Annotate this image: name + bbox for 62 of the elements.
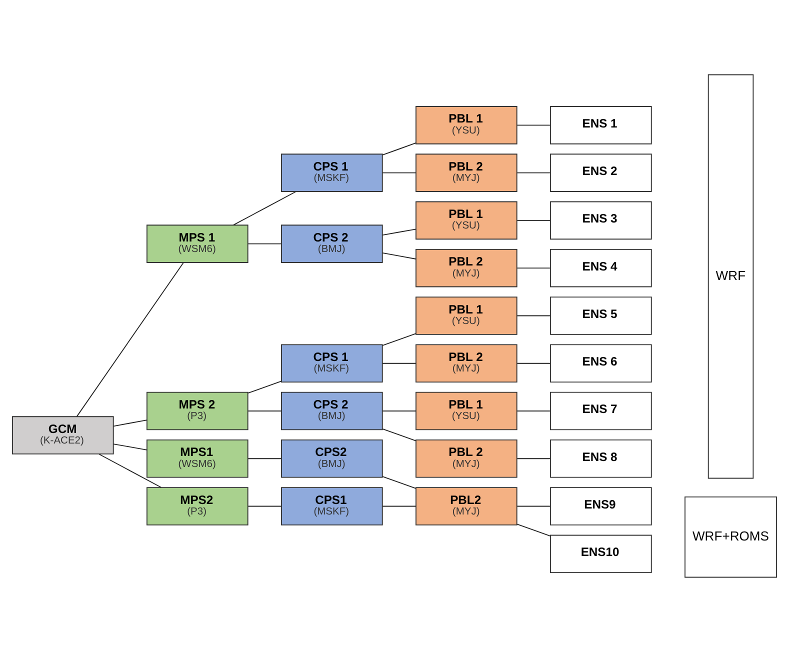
connector [382, 506, 416, 507]
node-box: ENS10 [550, 534, 652, 574]
node-box: CPS1 (MSKF) [281, 487, 383, 526]
node-box: CPS 2 (BMJ) [281, 392, 383, 430]
connector [248, 243, 282, 244]
node-box: PBL2 (MYJ) [416, 487, 518, 526]
connector [516, 524, 551, 537]
node-box: PBL 2 (MYJ) [416, 154, 518, 192]
connector [76, 262, 184, 418]
connector [516, 458, 551, 460]
node-box: GCM (K-ACE2) [12, 416, 114, 454]
node-box: MPS1 (WSM6) [146, 439, 248, 478]
connector [382, 172, 416, 174]
node-box: ENS 8 [550, 439, 652, 478]
connector [382, 228, 416, 236]
connector [248, 458, 282, 460]
node-box: ENS 4 [550, 248, 652, 288]
node-box: PBL 2 (MYJ) [416, 439, 518, 478]
node-box: PBL 1 (YSU) [416, 296, 518, 335]
connector [382, 142, 416, 156]
node-box: MPS2 (P3) [146, 487, 248, 526]
node-box: PBL 2 (MYJ) [416, 344, 518, 383]
node-box: PBL 1 (YSU) [416, 201, 518, 240]
connector [248, 506, 282, 507]
node-box: ENS 5 [550, 296, 652, 335]
connector [382, 333, 416, 346]
connector [113, 444, 148, 450]
node-box: ENS 2 [550, 154, 652, 192]
node-box: ENS 6 [550, 344, 652, 383]
node-box: WRF [708, 74, 754, 479]
node-box: WRF+ROMS [684, 496, 777, 578]
node-box: PBL 1 (YSU) [416, 106, 518, 144]
connector [248, 410, 282, 412]
connector [382, 476, 416, 489]
node-box: ENS 1 [550, 106, 652, 144]
node-box: CPS 1 (MSKF) [281, 344, 383, 383]
connector [382, 362, 416, 364]
node-box: PBL 1 (YSU) [416, 392, 518, 430]
connector [516, 220, 551, 221]
connector [516, 410, 551, 412]
node-box: PBL 2 (MYJ) [416, 248, 518, 288]
node-box: CPS 2 (BMJ) [281, 224, 383, 263]
node-box: CPS2 (BMJ) [281, 439, 383, 478]
connector [98, 454, 162, 488]
connector [382, 428, 416, 442]
connector [382, 252, 416, 260]
connector [113, 420, 148, 427]
connector [516, 124, 551, 126]
node-box: ENS9 [550, 487, 652, 526]
connector [516, 362, 551, 364]
connector [516, 315, 551, 316]
node-box: CPS 1 (MSKF) [281, 154, 383, 192]
connector [516, 506, 551, 507]
connector [233, 191, 296, 226]
node-box: MPS 2 (P3) [146, 392, 248, 430]
node-box: MPS 1 (WSM6) [146, 224, 248, 263]
connector [516, 268, 551, 269]
connector [516, 172, 551, 174]
connector [248, 380, 282, 394]
connector [382, 410, 416, 412]
node-box: ENS 3 [550, 201, 652, 240]
node-box: ENS 7 [550, 392, 652, 430]
